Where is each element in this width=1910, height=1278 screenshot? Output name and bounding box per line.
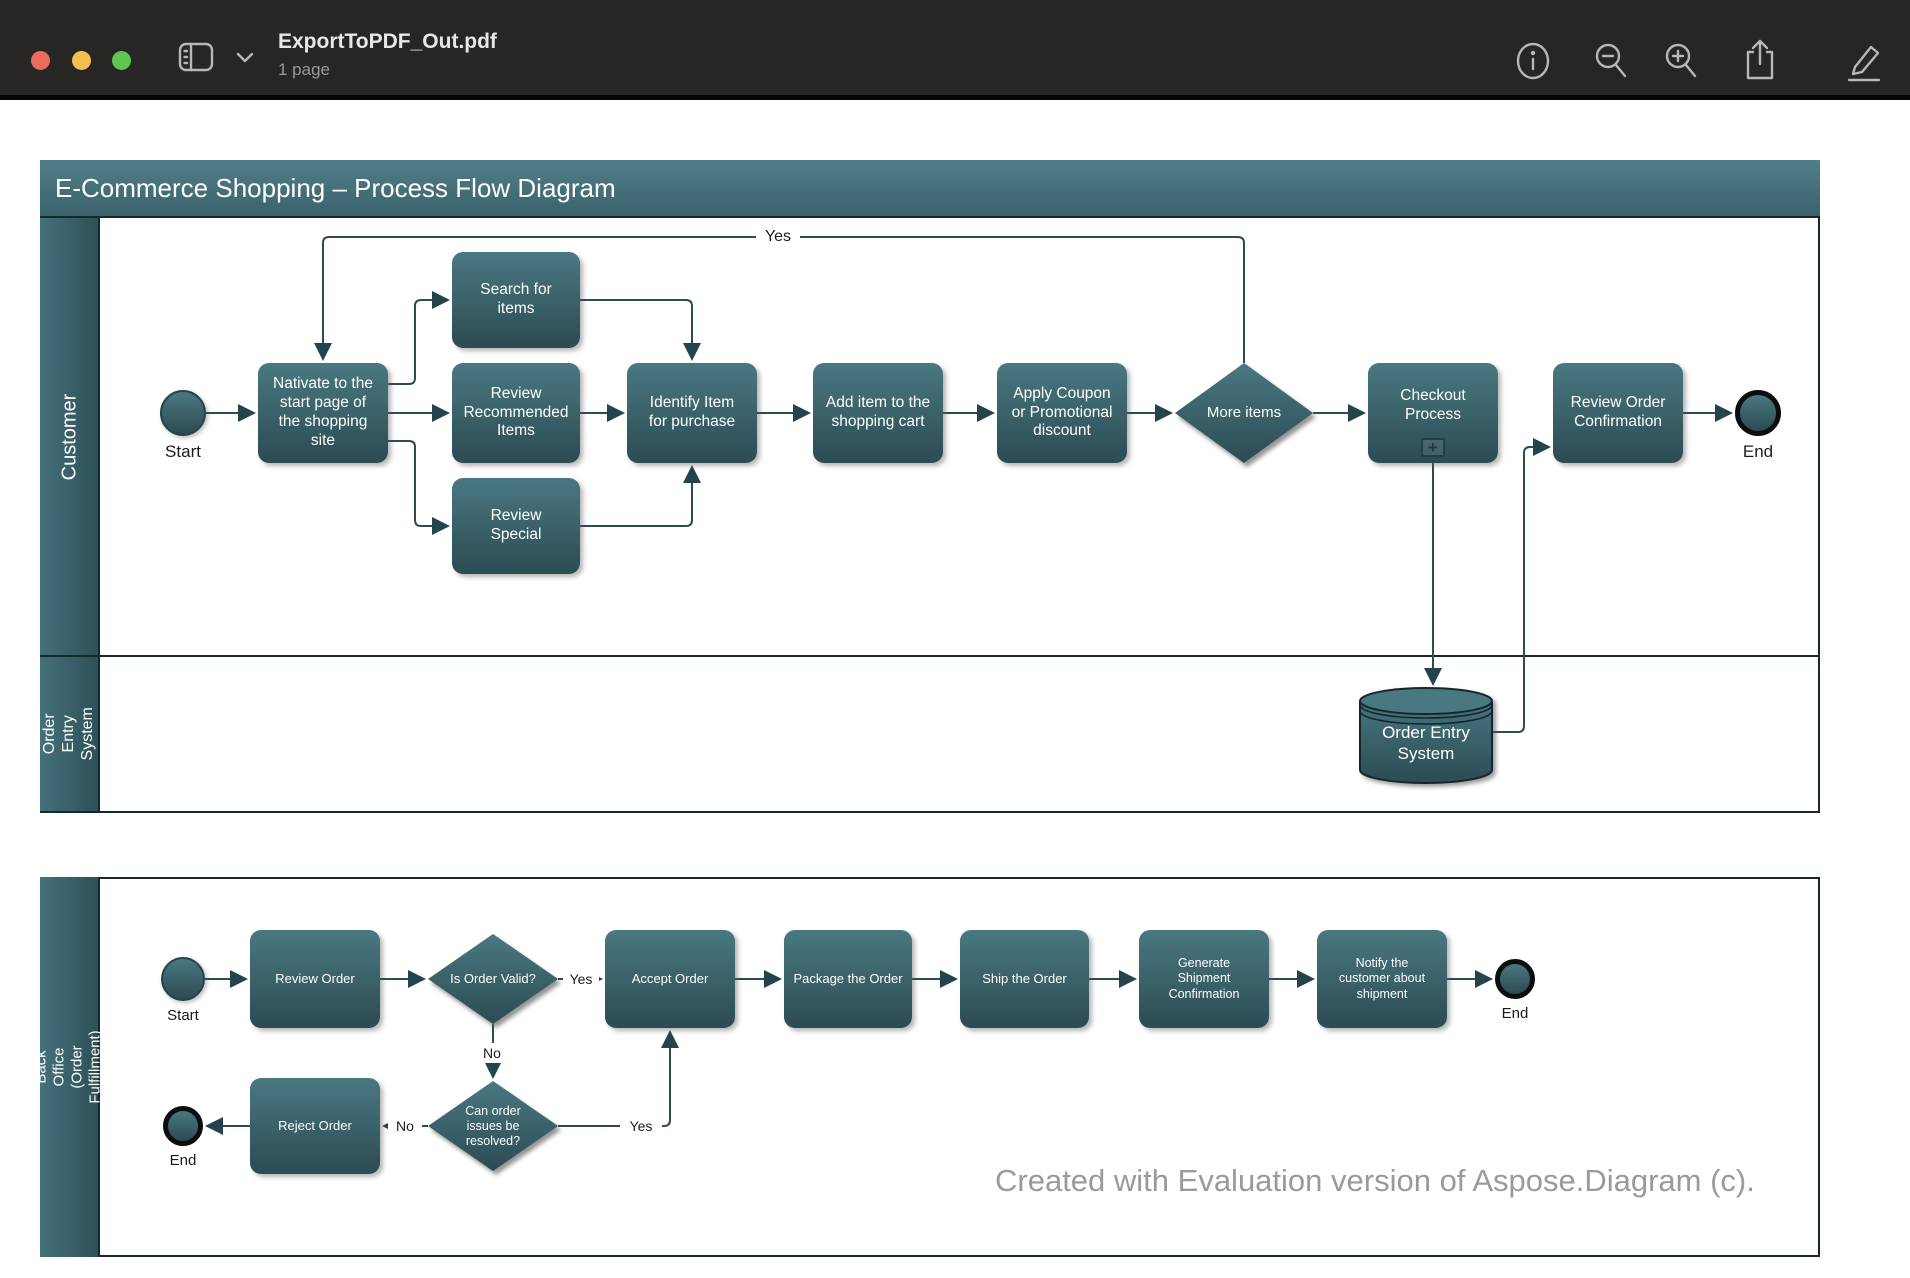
gateway-is-valid-label: Is Order Valid?: [450, 971, 536, 987]
sidebar-icon[interactable]: [178, 42, 214, 72]
task-reject: Reject Order: [250, 1078, 380, 1174]
end-label: End: [1742, 442, 1774, 461]
task-navigate: Nativate to the start page of the shoppi…: [258, 363, 388, 463]
markup-pencil-icon[interactable]: [1845, 40, 1883, 82]
task-reject-label: Reject Order: [278, 1118, 352, 1134]
resolve-no-label: No: [388, 1116, 422, 1136]
info-icon[interactable]: [1514, 41, 1552, 81]
close-button[interactable]: [31, 51, 50, 70]
pool-ecommerce: [40, 160, 1820, 813]
task-review-confirmation-label: Review Order Confirmation: [1570, 394, 1666, 430]
gateway-more-items-label: More items: [1206, 404, 1282, 421]
datastore-label: Order Entry System: [1382, 723, 1470, 764]
lane-divider: [40, 655, 1820, 657]
yes-loop-label: Yes: [756, 227, 800, 247]
task-checkout-label: Checkout Process: [1400, 387, 1466, 423]
zoom-in-icon[interactable]: [1662, 41, 1700, 81]
gateway-resolve: Can order issues be resolved?: [428, 1081, 558, 1171]
task-package-label: Package the Order: [793, 971, 903, 987]
task-generate: Generate Shipment Confirmation: [1139, 930, 1269, 1028]
event-end-customer: [1735, 390, 1781, 436]
task-review-order: Review Order: [250, 930, 380, 1028]
evaluation-watermark: Created with Evaluation version of Aspos…: [995, 1163, 1755, 1198]
task-special-label: Review Special: [490, 507, 542, 543]
end-label-3: End: [169, 1152, 197, 1169]
lane-customer-label: Customer: [58, 393, 81, 480]
task-special: Review Special: [452, 478, 580, 574]
lane-order-entry-label: Order Entry System: [41, 707, 97, 761]
task-accept: Accept Order: [605, 930, 735, 1028]
pool1-title-bar: E-Commerce Shopping – Process Flow Diagr…: [40, 160, 1820, 218]
window-toolbar: ExportToPDF_Out.pdf 1 page: [0, 0, 1910, 100]
valid-yes-label: Yes: [563, 969, 599, 989]
share-icon[interactable]: [1742, 38, 1778, 82]
valid-no-label: No: [474, 1043, 510, 1063]
task-review-order-label: Review Order: [275, 971, 355, 987]
subprocess-plus-icon: +: [1421, 438, 1445, 457]
event-start-backoffice: [161, 957, 205, 1001]
window-title: ExportToPDF_Out.pdf: [278, 30, 497, 53]
resolve-yes-label: Yes: [620, 1116, 662, 1136]
gateway-more-items: More items: [1175, 363, 1313, 463]
task-notify: Notify the customer about shipment: [1317, 930, 1447, 1028]
window-page-count: 1 page: [278, 60, 330, 79]
task-navigate-label: Nativate to the start page of the shoppi…: [273, 375, 373, 449]
task-notify-label: Notify the customer about shipment: [1338, 956, 1426, 1001]
lane-customer-bar: Customer: [40, 218, 100, 655]
task-recommended-label: Review Recommended Items: [463, 384, 569, 440]
task-search-label: Search for items: [480, 281, 552, 317]
task-coupon: Apply Coupon or Promotional discount: [997, 363, 1127, 463]
task-ship-label: Ship the Order: [982, 971, 1067, 987]
fullscreen-button[interactable]: [112, 51, 131, 70]
task-coupon-label: Apply Coupon or Promotional discount: [1011, 384, 1113, 440]
task-generate-label: Generate Shipment Confirmation: [1168, 956, 1240, 1001]
task-ship: Ship the Order: [960, 930, 1089, 1028]
task-review-confirmation: Review Order Confirmation: [1553, 363, 1683, 463]
task-identify: Identify Item for purchase: [627, 363, 757, 463]
subprocess-plus-glyph: +: [1428, 438, 1438, 457]
start-label: Start: [165, 442, 201, 461]
task-checkout: Checkout Process: [1368, 363, 1498, 463]
task-package: Package the Order: [784, 930, 912, 1028]
start-label-2: Start: [167, 1007, 199, 1024]
task-add-item: Add item to the shopping cart: [813, 363, 943, 463]
task-accept-label: Accept Order: [631, 971, 709, 987]
minimize-button[interactable]: [72, 51, 91, 70]
task-search: Search for items: [452, 252, 580, 348]
event-end-reject: [163, 1106, 203, 1146]
event-start-customer: [160, 390, 206, 436]
lane-back-office-label: Back Office (Order Fulfillment): [33, 1030, 105, 1104]
chevron-down-icon[interactable]: [236, 52, 254, 64]
gateway-resolve-label: Can order issues be resolved?: [465, 1103, 521, 1148]
end-label-2: End: [1501, 1005, 1529, 1022]
lane-back-office-bar: Back Office (Order Fulfillment): [33, 877, 104, 1257]
event-end-backoffice: [1495, 959, 1535, 999]
task-identify-label: Identify Item for purchase: [648, 394, 736, 430]
pool1-title: E-Commerce Shopping – Process Flow Diagr…: [55, 172, 616, 203]
lane-order-entry-bar: Order Entry System: [40, 657, 100, 811]
task-recommended: Review Recommended Items: [452, 363, 580, 463]
gateway-is-valid: Is Order Valid?: [428, 934, 558, 1024]
task-add-item-label: Add item to the shopping cart: [825, 394, 931, 430]
zoom-out-icon[interactable]: [1592, 41, 1630, 81]
